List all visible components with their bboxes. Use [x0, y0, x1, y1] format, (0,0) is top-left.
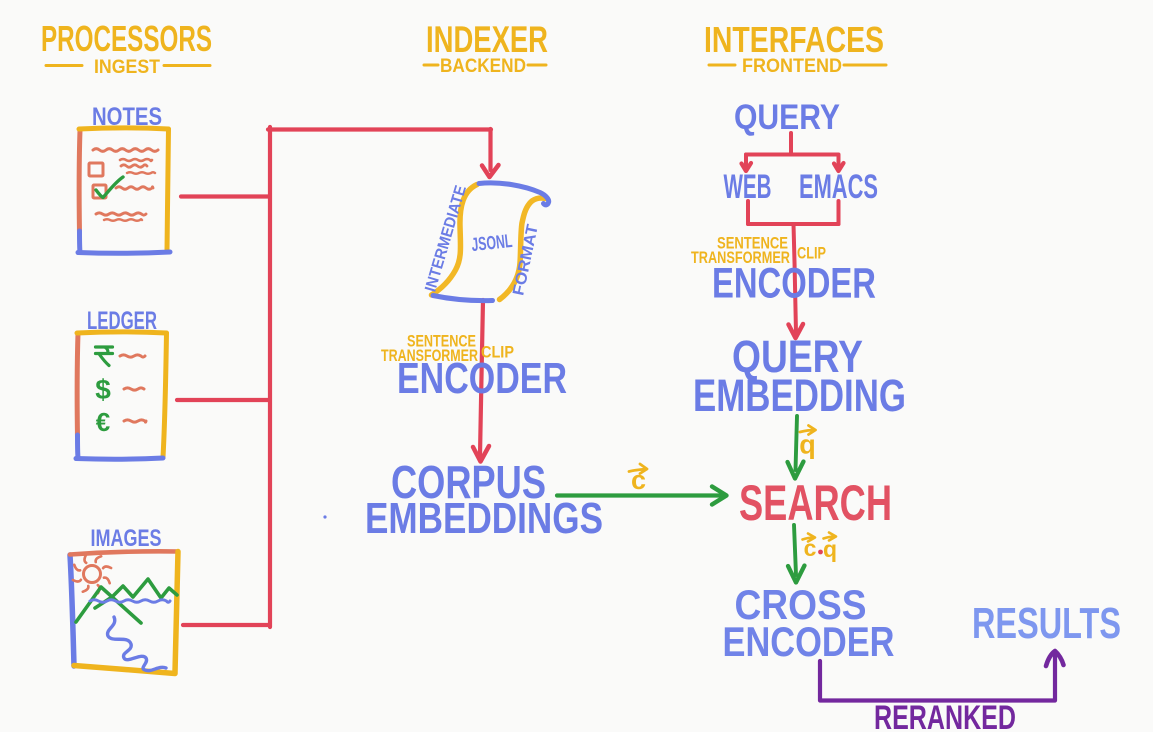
svg-text:RERANKED: RERANKED	[874, 699, 1016, 732]
svg-text:ENCODER: ENCODER	[723, 618, 895, 665]
svg-text:INGEST: INGEST	[94, 57, 160, 78]
svg-text:TRANSFORMER: TRANSFORMER	[691, 249, 790, 267]
svg-text:PROCESSORS: PROCESSORS	[41, 18, 212, 59]
svg-text:CLIP: CLIP	[481, 344, 514, 362]
svg-text:SENTENCE: SENTENCE	[407, 333, 476, 351]
svg-text:SEARCH: SEARCH	[739, 475, 892, 531]
svg-text:ENCODER: ENCODER	[712, 260, 876, 308]
svg-text:FRONTEND: FRONTEND	[742, 56, 842, 77]
svg-text:EMBEDDINGS: EMBEDDINGS	[365, 494, 603, 543]
svg-text:RESULTS: RESULTS	[972, 599, 1121, 648]
svg-text:INDEXER: INDEXER	[426, 19, 548, 60]
svg-text:IMAGES: IMAGES	[91, 525, 162, 552]
svg-text:CORPUS: CORPUS	[391, 456, 546, 508]
svg-text:SENTENCE: SENTENCE	[717, 235, 788, 253]
svg-text:$: $	[95, 374, 111, 405]
svg-text:QUERY: QUERY	[734, 98, 840, 137]
svg-text:CROSS: CROSS	[735, 581, 867, 628]
svg-text:€: €	[96, 407, 110, 437]
svg-text:q: q	[799, 430, 816, 460]
svg-text:EMBEDDING: EMBEDDING	[693, 370, 906, 421]
svg-text:INTERFACES: INTERFACES	[704, 19, 884, 60]
svg-text:q: q	[823, 536, 837, 562]
svg-text:TRANSFORMER: TRANSFORMER	[381, 347, 478, 365]
svg-text:QUERY: QUERY	[732, 331, 863, 382]
svg-text:BACKEND: BACKEND	[440, 56, 526, 77]
svg-text:CLIP: CLIP	[797, 245, 826, 263]
svg-text:ENCODER: ENCODER	[397, 354, 567, 403]
svg-text:JSONL: JSONL	[470, 231, 513, 256]
